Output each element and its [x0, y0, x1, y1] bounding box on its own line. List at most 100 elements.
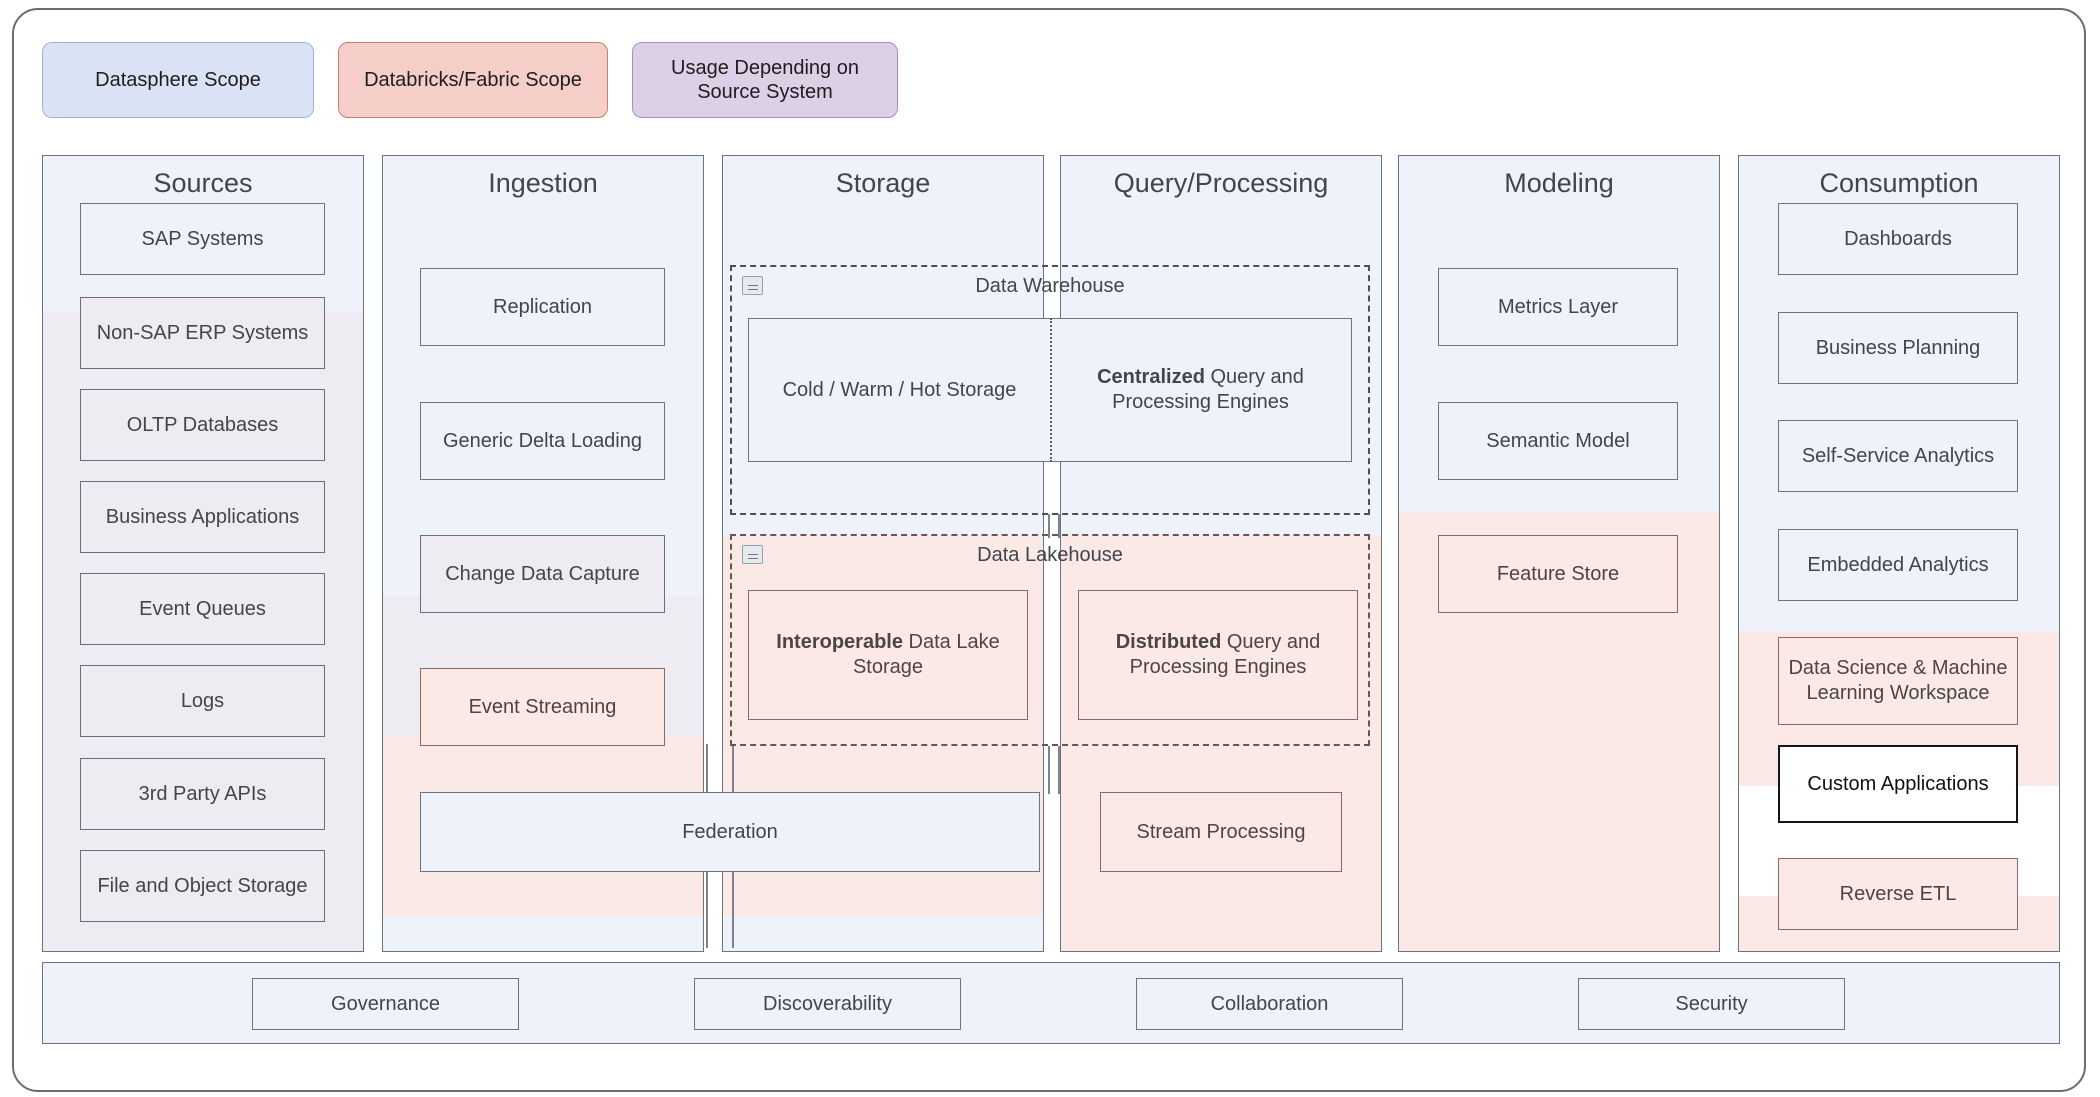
node-event-queues[interactable]: Event Queues: [80, 573, 325, 645]
connector-ingestion-federation: [706, 744, 708, 794]
node-label: 3rd Party APIs: [138, 782, 267, 805]
node-custom-applications[interactable]: Custom Applications: [1778, 745, 2018, 823]
node-label: Self-Service Analytics: [1801, 444, 1995, 467]
node-label-rest: Query and Processing Engines: [1129, 631, 1321, 678]
connector-warehouse-lakehouse-right: [1058, 514, 1060, 538]
node-label: Feature Store: [1496, 562, 1620, 585]
node-label: File and Object Storage: [97, 874, 308, 897]
node-label: Logs: [180, 689, 225, 712]
node-feature-store[interactable]: Feature Store: [1438, 535, 1678, 613]
node-centralized-query-engines[interactable]: Centralized Query and Processing Engines: [1050, 319, 1351, 461]
node-file-and-object-storage[interactable]: File and Object Storage: [80, 850, 325, 922]
node-business-planning[interactable]: Business Planning: [1778, 312, 2018, 384]
node-oltp-databases[interactable]: OLTP Databases: [80, 389, 325, 461]
node-data-science-ml-workspace[interactable]: Data Science & Machine Learning Workspac…: [1778, 637, 2018, 725]
node-discoverability[interactable]: Discoverability: [694, 978, 961, 1030]
node-sap-systems[interactable]: SAP Systems: [80, 203, 325, 275]
node-label: Distributed Query and Processing Engines: [1087, 630, 1349, 680]
node-label: Security: [1675, 992, 1748, 1015]
node-event-streaming[interactable]: Event Streaming: [420, 668, 665, 746]
column-title-sources: Sources: [153, 168, 253, 198]
column-title-consumption: Consumption: [1819, 168, 1979, 198]
node-label-rest: Query and Processing Engines: [1112, 366, 1304, 413]
node-label: Dashboards: [1844, 227, 1952, 250]
group-title-data-lakehouse: Data Lakehouse: [977, 544, 1123, 566]
node-label-bold: Interoperable: [776, 631, 903, 653]
node-label: Interoperable Data Lake Storage: [757, 630, 1019, 680]
node-embedded-analytics[interactable]: Embedded Analytics: [1778, 529, 2018, 601]
connector-lakehouse-stream-right: [1058, 746, 1060, 794]
band-datasphere: [383, 156, 703, 596]
node-label: OLTP Databases: [126, 413, 279, 436]
band-datasphere-lower: [383, 916, 703, 951]
column-title-ingestion: Ingestion: [488, 168, 598, 198]
node-label-bold: Distributed: [1115, 631, 1222, 653]
collapse-icon[interactable]: [742, 276, 763, 295]
connector-warehouse-lakehouse-left: [1048, 514, 1050, 538]
node-label: Governance: [331, 992, 440, 1015]
node-replication[interactable]: Replication: [420, 268, 665, 346]
node-logs[interactable]: Logs: [80, 665, 325, 737]
node-interoperable-data-lake-storage[interactable]: Interoperable Data Lake Storage: [748, 590, 1028, 720]
connector-federation-down-right: [732, 848, 734, 948]
column-title-storage: Storage: [835, 168, 931, 198]
collapse-icon[interactable]: [742, 545, 763, 564]
node-label: Centralized Query and Processing Engines: [1050, 365, 1351, 415]
node-stream-processing[interactable]: Stream Processing: [1100, 792, 1342, 872]
node-label-bold: Centralized: [1097, 366, 1205, 388]
node-self-service-analytics[interactable]: Self-Service Analytics: [1778, 420, 2018, 492]
node-security[interactable]: Security: [1578, 978, 1845, 1030]
node-reverse-etl[interactable]: Reverse ETL: [1778, 858, 2018, 930]
node-label: Business Planning: [1815, 336, 1981, 359]
node-label: Business Applications: [105, 505, 300, 528]
node-business-applications[interactable]: Business Applications: [80, 481, 325, 553]
legend: Datasphere Scope Databricks/Fabric Scope…: [42, 42, 898, 118]
node-label: Replication: [493, 295, 592, 318]
node-change-data-capture[interactable]: Change Data Capture: [420, 535, 665, 613]
node-label: Event Streaming: [468, 695, 617, 718]
node-label-rest: Data Lake Storage: [852, 631, 1000, 678]
node-label: Embedded Analytics: [1807, 553, 1989, 576]
legend-label: Databricks/Fabric Scope: [364, 68, 582, 91]
column-title-modeling: Modeling: [1504, 168, 1614, 198]
node-label: Semantic Model: [1486, 429, 1630, 452]
node-governance[interactable]: Governance: [252, 978, 519, 1030]
node-label: Data Science & Machine Learning Workspac…: [1788, 657, 2008, 704]
legend-item-datasphere-scope[interactable]: Datasphere Scope: [42, 42, 314, 118]
node-label: Metrics Layer: [1497, 295, 1619, 318]
group-title-data-warehouse: Data Warehouse: [975, 275, 1125, 297]
node-label: Generic Delta Loading: [442, 429, 642, 452]
connector-federation-down-left: [706, 848, 708, 948]
band-datasphere-lower: [723, 916, 1043, 951]
node-label: Change Data Capture: [445, 562, 640, 585]
node-collaboration[interactable]: Collaboration: [1136, 978, 1403, 1030]
legend-item-usage-depending-on-source-system[interactable]: Usage Depending on Source System: [632, 42, 898, 118]
node-label: Event Queues: [139, 597, 266, 620]
legend-label: Usage Depending on Source System: [671, 56, 859, 103]
node-label: Stream Processing: [1136, 820, 1306, 843]
legend-item-databricks-fabric-scope[interactable]: Databricks/Fabric Scope: [338, 42, 608, 118]
connector-lakehouse-stream-left: [1048, 746, 1050, 794]
legend-label: Datasphere Scope: [95, 68, 261, 91]
group-data-lakehouse[interactable]: Data Lakehouse: [730, 534, 1370, 746]
column-title-query-processing: Query/Processing: [1113, 168, 1329, 198]
node-label: Reverse ETL: [1839, 882, 1957, 905]
node-label: Collaboration: [1210, 992, 1329, 1015]
node-federation[interactable]: Federation: [420, 792, 1040, 872]
group-data-warehouse[interactable]: Data Warehouse: [730, 265, 1370, 515]
node-distributed-query-engines[interactable]: Distributed Query and Processing Engines: [1078, 590, 1358, 720]
node-label: Non-SAP ERP Systems: [96, 321, 309, 344]
node-label: Federation: [682, 820, 778, 843]
node-cold-warm-hot-storage[interactable]: Cold / Warm / Hot Storage: [749, 319, 1050, 461]
node-label: Cold / Warm / Hot Storage: [782, 378, 1017, 401]
node-label: SAP Systems: [141, 227, 264, 250]
node-3rd-party-apis[interactable]: 3rd Party APIs: [80, 758, 325, 830]
node-dashboards[interactable]: Dashboards: [1778, 203, 2018, 275]
node-metrics-layer[interactable]: Metrics Layer: [1438, 268, 1678, 346]
node-label: Discoverability: [763, 992, 892, 1015]
connector-storage-federation: [732, 744, 734, 794]
node-semantic-model[interactable]: Semantic Model: [1438, 402, 1678, 480]
node-non-sap-erp-systems[interactable]: Non-SAP ERP Systems: [80, 297, 325, 369]
node-generic-delta-loading[interactable]: Generic Delta Loading: [420, 402, 665, 480]
